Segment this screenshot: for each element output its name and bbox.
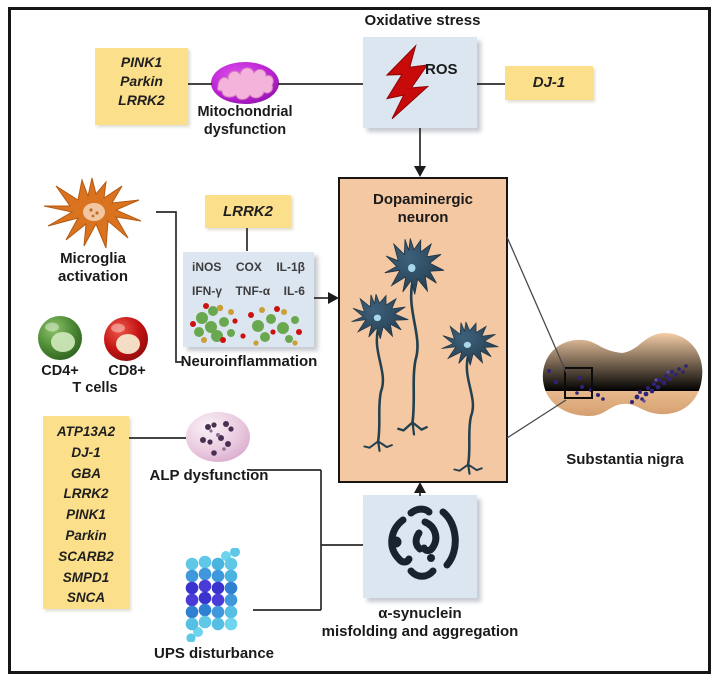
neuron-box-title: Dopaminergic neuron — [372, 191, 474, 227]
neuroinflammation-label: Neuroinflammation — [180, 353, 318, 370]
dj1-gene-box: DJ-1 — [505, 66, 593, 100]
lightning-bolt-icon — [385, 44, 430, 120]
proteasome-beads-icon — [185, 548, 240, 642]
gene-list-item: GBA — [71, 465, 101, 481]
gene-list-item: SCARB2 — [58, 548, 114, 564]
cd8-tcell-icon — [104, 317, 148, 361]
molecule-label: iNOS — [192, 260, 222, 274]
cytokine-dots-icon — [190, 303, 302, 346]
neuron-icon — [440, 320, 500, 476]
alp-ups-genes-box: ATP13A2 DJ-1 GBA LRRK2 PINK1 Parkin SCAR… — [43, 416, 129, 609]
cd4-label: CD4+ — [41, 363, 79, 379]
gene-list-item: LRRK2 — [63, 486, 109, 502]
cd4-tcell-icon — [38, 316, 82, 360]
substantia-nigra-label: Substantia nigra — [566, 451, 684, 468]
microglia-activation-label: Microglia activation — [57, 250, 129, 286]
ups-disturbance-label: UPS disturbance — [153, 645, 275, 662]
gene-list-item: SNCA — [66, 590, 106, 606]
nigra-zoom-rect — [564, 367, 593, 399]
neuron-group-icon — [350, 236, 500, 476]
oxidative-stress-box: ROS — [363, 37, 477, 128]
figure-border — [8, 7, 711, 674]
molecule-label: IL-6 — [283, 284, 305, 298]
alpha-synuclein-box — [363, 495, 477, 598]
alpha-synuclein-label-line1: α-synuclein — [378, 605, 462, 622]
molecule-label: TNF-α — [235, 284, 271, 298]
alpha-synuclein-label: α-synuclein misfolding and aggregation — [318, 605, 522, 642]
mitochondrial-dysfunction-label: Mitochondrial dysfunction — [197, 104, 293, 138]
gene-list-item: PINK1 — [120, 54, 163, 70]
tcells-label: T cells — [72, 380, 118, 396]
alpha-synuclein-label-line2: misfolding and aggregation — [321, 623, 519, 641]
oxidative-stress-label: Oxidative stress — [364, 12, 481, 29]
protein-aggregate-icon — [388, 505, 459, 580]
lysosome-icon — [186, 412, 250, 462]
gene-list-item: PINK1 — [66, 507, 106, 523]
neuron-icon — [350, 292, 410, 453]
mito-genes-box: PINK1 Parkin LRRK2 — [95, 48, 188, 125]
gene-list-item: Parkin — [65, 527, 107, 543]
gene-list-item: LRRK2 — [118, 92, 165, 108]
alp-dysfunction-label: ALP dysfunction — [149, 467, 269, 484]
neuroinflammation-box: iNOS COX IL-1β IFN-γ TNF-α IL-6 — [183, 252, 314, 347]
molecule-label: IL-1β — [276, 260, 305, 274]
gene-list-item: DJ-1 — [71, 444, 101, 460]
gene-list-item: SMPD1 — [62, 569, 110, 585]
cd8-label: CD8+ — [108, 363, 146, 379]
lrrk2-gene-box: LRRK2 — [205, 195, 291, 228]
dopaminergic-neuron-box: Dopaminergic neuron — [338, 177, 508, 483]
gene-list-item: Parkin — [120, 73, 163, 89]
ros-label: ROS — [425, 61, 458, 78]
molecule-label: COX — [235, 260, 262, 274]
neuron-icon — [383, 236, 446, 436]
mitochondrion-icon — [211, 62, 279, 104]
microglia-cell-icon — [43, 177, 142, 249]
molecule-label: IFN-γ — [192, 284, 222, 298]
midbrain-section-icon — [542, 332, 703, 417]
gene-list-item: ATP13A2 — [56, 424, 116, 439]
